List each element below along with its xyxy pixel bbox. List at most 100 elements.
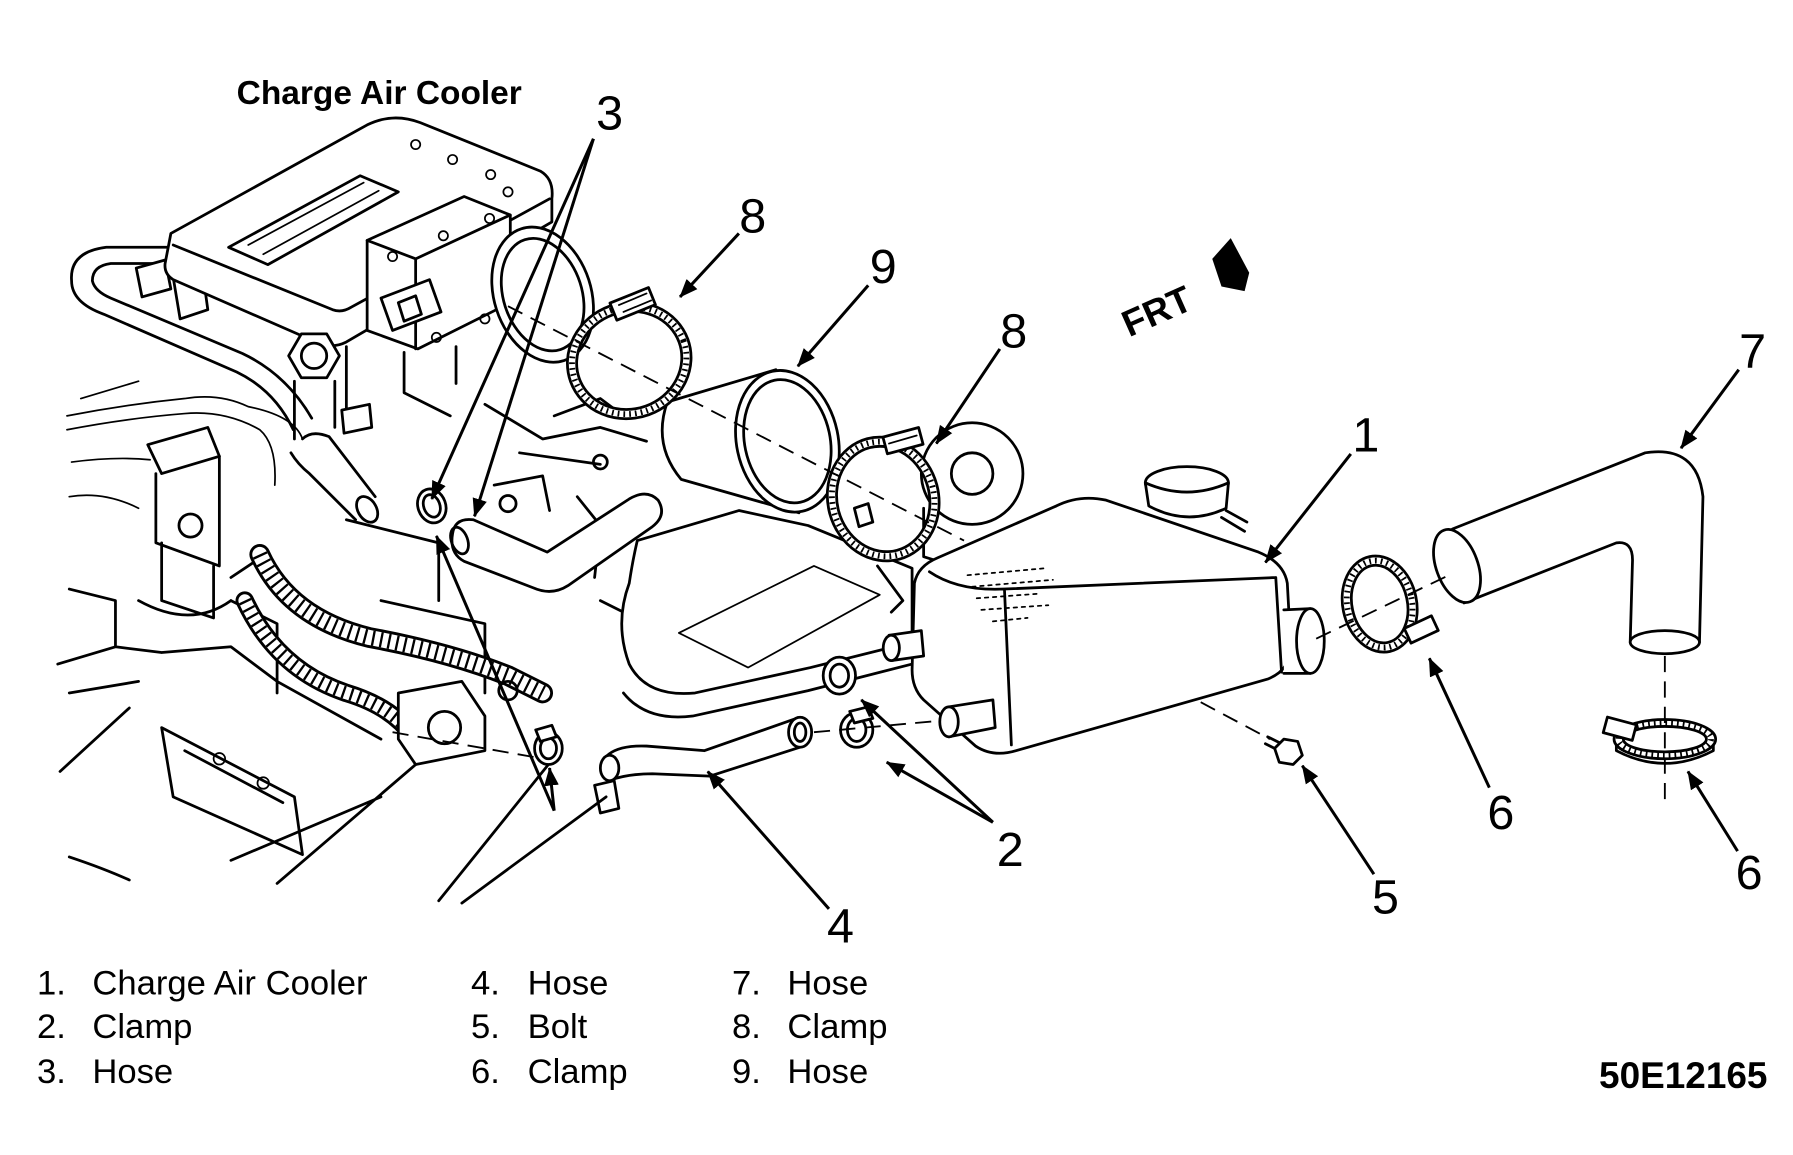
- legend-number: 1.: [37, 964, 66, 1002]
- hose-4-body: [604, 716, 805, 781]
- assembly-center-lines: [392, 305, 1666, 809]
- turbo-housing-inner: [949, 451, 995, 496]
- leader-2a: [860, 698, 994, 824]
- cooler-inlet: [938, 705, 960, 739]
- legend-label: Clamp: [787, 1008, 887, 1046]
- bolt-5-part: [1263, 735, 1304, 766]
- clamp-8-right-part: [825, 426, 941, 563]
- bolt-head: [502, 186, 514, 198]
- plenum-pad-detail: [247, 181, 380, 256]
- large-hex-bolt-center: [299, 341, 329, 370]
- plenum-bolts: [410, 139, 514, 198]
- cooler-label-area: [966, 567, 1054, 623]
- hose-7-part: [1432, 450, 1705, 656]
- leader-3b: [430, 138, 595, 500]
- hose-4-part: [598, 715, 814, 783]
- plenum-top-edge: [171, 197, 551, 313]
- legend-number: 3.: [37, 1053, 66, 1091]
- leader-1: [1264, 453, 1352, 564]
- legend-number: 8.: [732, 1008, 761, 1046]
- clamp-outer-edge: [825, 435, 941, 563]
- hose-4-left-end: [598, 753, 621, 783]
- legend-label: Hose: [528, 964, 609, 1002]
- hose-9-part: [660, 368, 841, 515]
- clamp-outer-edge: [1340, 554, 1419, 654]
- legend-number: 6.: [471, 1053, 500, 1091]
- oil-pan-bolt: [212, 752, 227, 766]
- bolt-head: [430, 331, 442, 343]
- intake-duct-part: [620, 509, 914, 719]
- plenum-pad: [227, 174, 400, 267]
- hose-7-left-end: [1432, 528, 1482, 604]
- hose-3-clamp: [416, 487, 448, 525]
- callout-3: 3: [596, 87, 623, 141]
- cooler-cap-vent: [1220, 509, 1249, 533]
- leader-7: [1679, 368, 1740, 450]
- small-nozzle-end: [881, 633, 901, 663]
- callout-8-right: 8: [1000, 305, 1027, 359]
- intake-duct-lower-edge: [622, 662, 914, 719]
- center-line-hose-4: [813, 719, 942, 734]
- leader-3a: [472, 138, 595, 518]
- clamp-6-middle-part: [1340, 554, 1440, 654]
- bolt-head: [479, 313, 491, 325]
- legend-label: Charge Air Cooler: [92, 964, 367, 1002]
- hose-4-right-end: [787, 715, 814, 749]
- legend-number: 4.: [471, 964, 500, 1002]
- legend-number: 5.: [471, 1008, 500, 1046]
- legend-label: Hose: [787, 1053, 868, 1091]
- leader-9: [796, 284, 870, 368]
- bolt-head: [484, 212, 496, 224]
- legend-number: 7.: [732, 964, 761, 1002]
- cooler-top-edge: [928, 570, 1283, 747]
- connector-block: [340, 402, 374, 435]
- hose-9-face-inner: [742, 378, 833, 505]
- clamp-inner-edge: [835, 444, 932, 554]
- front-direction-indicator: FRT: [1116, 238, 1250, 345]
- clamp-slots: [1615, 720, 1714, 759]
- legend-number: 2.: [37, 1008, 66, 1046]
- cooler-outlet: [1295, 607, 1326, 675]
- center-line-bolt: [1200, 701, 1271, 740]
- clamp-screw: [888, 434, 918, 445]
- clamp-slots: [569, 303, 690, 418]
- clamp-left-housing: [534, 723, 558, 743]
- legend-label: Hose: [787, 964, 868, 1002]
- leader-4: [706, 770, 831, 910]
- clamp-inner-edge: [575, 310, 684, 411]
- intake-plenum: [163, 116, 554, 348]
- left-tube-outer: [70, 245, 295, 432]
- hose-7-body: [1451, 450, 1705, 644]
- callout-9: 9: [870, 240, 897, 294]
- clamp-worm-housing: [881, 426, 925, 456]
- clamp-outer-edge: [566, 300, 693, 421]
- ignition-module-body: [137, 454, 233, 620]
- callout-4: 4: [827, 899, 854, 953]
- intake-duct-panel: [678, 565, 881, 669]
- callout-8-upper: 8: [739, 189, 766, 243]
- alternator-pulley: [426, 710, 463, 746]
- oil-pan-bolt: [256, 776, 270, 790]
- leader-fork-b: [544, 767, 559, 811]
- page-title: Charge Air Cooler: [237, 75, 522, 112]
- oil-pan: [160, 726, 304, 856]
- throttle-sensor: [379, 278, 443, 332]
- callout-6-right: 6: [1736, 846, 1763, 900]
- clamp-6-lower-part: [1601, 715, 1718, 765]
- hose-9-face: [734, 369, 841, 514]
- bolt-head: [387, 251, 399, 263]
- engine-illustration: [56, 116, 648, 905]
- bracket-bolt: [498, 494, 518, 514]
- bolt-head: [437, 230, 449, 242]
- callout-6-middle: 6: [1487, 786, 1514, 840]
- hose-3-clamp-inner: [421, 493, 442, 519]
- legend-label: Hose: [92, 1053, 173, 1091]
- intake-duct-body: [620, 509, 914, 695]
- parts-legend: 1. Charge Air Cooler 2. Clamp 3. Hose 4.…: [37, 964, 888, 1091]
- legend-number: 9.: [732, 1053, 761, 1091]
- clamp-2-upper: [821, 655, 857, 696]
- harness-fill: [252, 546, 551, 701]
- callout-2: 2: [997, 823, 1024, 877]
